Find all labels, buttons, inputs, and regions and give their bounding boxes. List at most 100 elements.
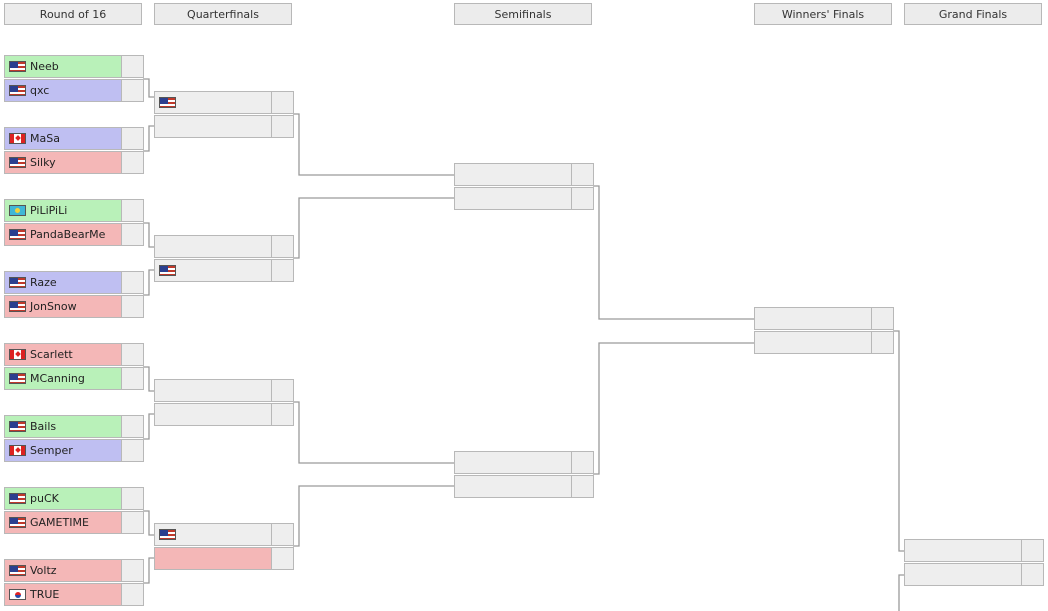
us-flag-icon xyxy=(9,276,26,288)
score-box xyxy=(271,404,293,425)
player-name: PiLiPiLi xyxy=(30,204,68,217)
player-name: Scarlett xyxy=(30,348,73,361)
score-box xyxy=(121,560,143,581)
score-box xyxy=(271,548,293,569)
player-slot[interactable]: Voltz xyxy=(4,559,144,582)
player-slot[interactable] xyxy=(904,539,1044,562)
score-box xyxy=(121,416,143,437)
ca-flag-icon xyxy=(9,348,26,360)
player-slot[interactable] xyxy=(454,163,594,186)
player-slot[interactable] xyxy=(904,563,1044,586)
player-slot[interactable]: puCK xyxy=(4,487,144,510)
ca-flag-icon xyxy=(9,444,26,456)
us-flag-icon xyxy=(9,492,26,504)
us-flag-icon xyxy=(9,564,26,576)
score-box xyxy=(121,152,143,173)
player-name: JonSnow xyxy=(30,300,77,313)
score-box xyxy=(121,224,143,245)
player-name: puCK xyxy=(30,492,59,505)
player-slot[interactable]: TRUE xyxy=(4,583,144,606)
player-slot[interactable] xyxy=(154,523,294,546)
quarterfinals-header: Quarterfinals xyxy=(154,3,292,25)
score-box xyxy=(571,164,593,185)
us-flag-icon xyxy=(9,60,26,72)
player-slot[interactable] xyxy=(154,235,294,258)
player-name: Voltz xyxy=(30,564,57,577)
score-box xyxy=(121,368,143,389)
player-name: PandaBearMe xyxy=(30,228,106,241)
score-box xyxy=(121,344,143,365)
player-slot[interactable] xyxy=(154,91,294,114)
player-slot[interactable]: JonSnow xyxy=(4,295,144,318)
player-name: Neeb xyxy=(30,60,59,73)
player-slot[interactable]: PandaBearMe xyxy=(4,223,144,246)
score-box xyxy=(121,272,143,293)
player-name: MCanning xyxy=(30,372,85,385)
player-slot[interactable] xyxy=(454,451,594,474)
player-slot[interactable] xyxy=(154,547,294,570)
player-name: GAMETIME xyxy=(30,516,89,529)
us-flag-icon xyxy=(9,300,26,312)
player-slot[interactable]: Scarlett xyxy=(4,343,144,366)
player-slot[interactable]: MCanning xyxy=(4,367,144,390)
score-box xyxy=(121,584,143,605)
score-box xyxy=(271,524,293,545)
player-slot[interactable] xyxy=(454,187,594,210)
round-of-16-header: Round of 16 xyxy=(4,3,142,25)
player-slot[interactable] xyxy=(754,331,894,354)
us-flag-icon xyxy=(9,516,26,528)
player-slot[interactable]: Silky xyxy=(4,151,144,174)
player-slot[interactable] xyxy=(154,259,294,282)
score-box xyxy=(271,116,293,137)
player-name: Raze xyxy=(30,276,57,289)
player-name: Bails xyxy=(30,420,57,433)
score-box xyxy=(871,308,893,329)
us-flag-icon xyxy=(159,528,176,540)
score-box xyxy=(121,296,143,317)
score-box xyxy=(121,128,143,149)
score-box xyxy=(571,452,593,473)
player-slot[interactable]: GAMETIME xyxy=(4,511,144,534)
score-box xyxy=(271,236,293,257)
us-flag-icon xyxy=(9,372,26,384)
kz-flag-icon xyxy=(9,204,26,216)
winners-finals-header: Winners' Finals xyxy=(754,3,892,25)
ca-flag-icon xyxy=(9,132,26,144)
player-name: MaSa xyxy=(30,132,60,145)
player-slot[interactable] xyxy=(754,307,894,330)
score-box xyxy=(121,200,143,221)
us-flag-icon xyxy=(9,420,26,432)
score-box xyxy=(121,440,143,461)
player-slot[interactable]: Neeb xyxy=(4,55,144,78)
grand-finals-header: Grand Finals xyxy=(904,3,1042,25)
us-flag-icon xyxy=(159,96,176,108)
score-box xyxy=(1021,564,1043,585)
score-box xyxy=(121,56,143,77)
player-slot[interactable] xyxy=(154,379,294,402)
score-box xyxy=(271,260,293,281)
player-slot[interactable] xyxy=(154,403,294,426)
player-slot[interactable]: Raze xyxy=(4,271,144,294)
player-name: TRUE xyxy=(30,588,60,601)
score-box xyxy=(271,92,293,113)
us-flag-icon xyxy=(9,84,26,96)
player-slot[interactable]: Semper xyxy=(4,439,144,462)
score-box xyxy=(121,512,143,533)
player-slot[interactable] xyxy=(454,475,594,498)
us-flag-icon xyxy=(159,264,176,276)
score-box xyxy=(571,188,593,209)
player-slot[interactable]: PiLiPiLi xyxy=(4,199,144,222)
kr-flag-icon xyxy=(9,588,26,600)
player-slot[interactable]: MaSa xyxy=(4,127,144,150)
score-box xyxy=(1021,540,1043,561)
player-slot[interactable]: qxc xyxy=(4,79,144,102)
player-name: Semper xyxy=(30,444,73,457)
player-slot[interactable]: Bails xyxy=(4,415,144,438)
score-box xyxy=(571,476,593,497)
player-name: Silky xyxy=(30,156,56,169)
score-box xyxy=(121,80,143,101)
player-slot[interactable] xyxy=(154,115,294,138)
player-name: qxc xyxy=(30,84,50,97)
us-flag-icon xyxy=(9,156,26,168)
